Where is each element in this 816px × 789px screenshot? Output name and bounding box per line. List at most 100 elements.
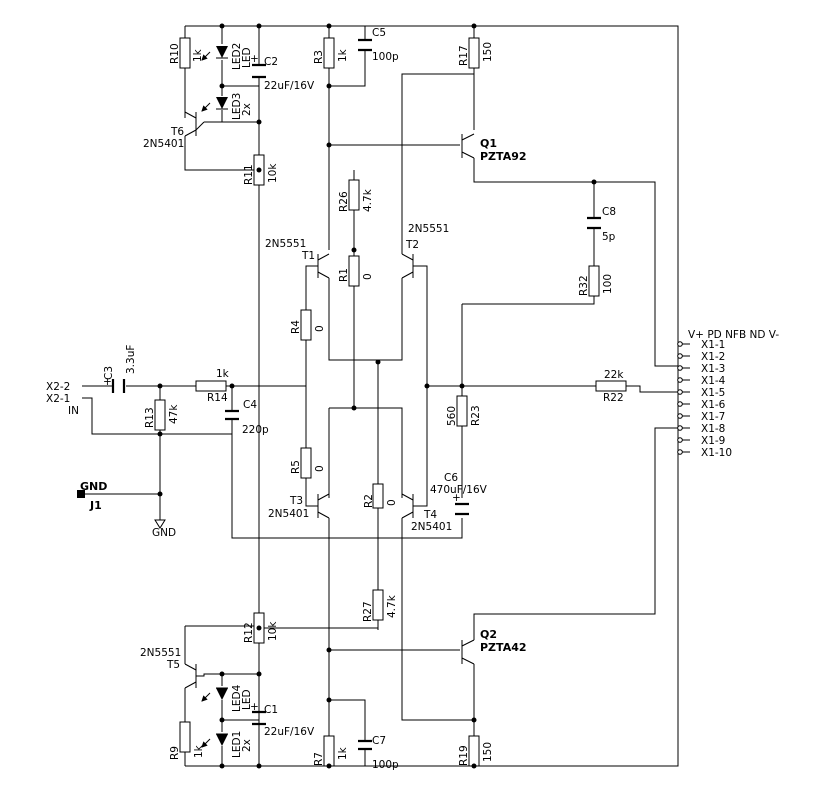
r11-label: R11 [243,164,255,185]
resistor-r14 [195,380,227,392]
transistor-t1 [305,253,403,361]
r2-label: R2 [363,494,375,508]
r17-label: R17 [458,45,470,66]
connector-pin [677,449,683,455]
j1-label: J1 [89,499,102,512]
r5-label: R5 [290,460,302,474]
svg-text:+: + [250,701,259,713]
svg-text:+: + [250,53,259,65]
t2-label: T2 [405,239,419,251]
positive-rail [185,25,679,767]
t6-label: T6 [170,126,184,138]
led1-value: 2x [241,739,253,752]
connector-pin [677,353,683,359]
q1-label: Q1 [480,137,497,150]
r19-label: R19 [458,745,470,766]
connector-pin-label: X1-7 [701,411,725,423]
connector-pin-label: X1-4 [701,375,726,387]
c8-value: 5p [602,231,616,243]
connector-pin-label: X1-1 [701,339,725,351]
resistor-r4 [300,309,312,341]
r26-value: 4.7k [362,188,374,212]
led3-diode [201,97,228,112]
q2-label: Q2 [480,628,497,641]
connector-pin [677,389,683,395]
transistor-q2 [461,427,678,736]
r32-value: 100 [602,274,614,294]
transistor-t3 [317,493,330,766]
resistor-r3 [323,37,335,69]
t5-label: T5 [166,659,180,671]
r14-label: R14 [207,392,228,404]
led2-diode [201,46,228,61]
connector-pin-label: X1-5 [701,387,725,399]
r23-label: R23 [470,405,482,426]
t1-value: 2N5551 [265,238,306,250]
r32-label: R32 [578,275,590,296]
r10-value: 1k [192,48,204,62]
resistor-r1 [348,255,360,287]
r12-label: R12 [243,622,255,643]
transistor-t2 [401,73,474,386]
led1-diode [201,733,228,748]
junctions [219,23,477,769]
r4-label: R4 [290,320,302,334]
in-label: IN [68,405,79,417]
t2-value: 2N5551 [408,223,449,235]
connector-pin [677,401,683,407]
led2-value: LED [241,47,253,68]
connector-pin-label: X1-8 [701,423,725,435]
c7-label: C7 [372,735,386,747]
resistor-r2 [372,483,384,509]
connector-pin-label: X1-3 [701,363,725,375]
resistor-r17 [468,37,480,69]
r1-value: 0 [362,273,374,280]
input-stage-bottom: R5 0 T3 2N5401 R2 0 T4 2N5401 R27 4.7k [268,386,474,766]
transistor-t6 [184,111,259,171]
t4-value: 2N5401 [411,521,452,533]
feedback-network: 22k R22 560 R23 + C6 470uF/16V [328,304,678,516]
resistor-r5 [300,447,312,479]
c1-label: C1 [264,704,278,716]
c1-value: 22uF/16V [264,726,315,738]
resistor-r19 [468,735,480,767]
r9-label: R9 [169,746,181,760]
c8-label: C8 [602,206,616,218]
connector-pin [677,365,683,371]
r27-value: 4.7k [386,594,398,618]
resistor-r26 [348,179,360,211]
transistor-t4 [401,386,474,721]
connector-pin-label: X1-6 [701,399,726,411]
input-network: X2-2 X2-1 IN + C3 3.3uF R13 47k 1k R14 C… [46,345,463,539]
connector-pin-label: X1-9 [701,435,725,447]
svg-text:+: + [452,492,461,504]
r9-value: 1k [193,744,205,758]
r14-value: 1k [216,368,230,380]
r3-label: R3 [313,50,325,64]
r27-label: R27 [362,601,374,622]
t3-label: T3 [289,495,303,507]
c3-value: 3.3uF [125,345,137,374]
led4-diode [201,687,228,702]
c4-value: 220p [242,424,269,436]
c2-value: 22uF/16V [264,80,315,92]
transistor-q1 [461,133,678,367]
c3-label: C3 [103,366,115,380]
c7-value: 100p [372,759,399,771]
connector-pin [677,425,683,431]
c4-label: C4 [243,399,257,411]
resistor-r10 [179,37,191,69]
input-stage-top: R3 1k C5 100p R26 4.7k T1 2N5551 R1 0 [265,26,474,590]
resistor-r23 [456,395,468,427]
c5-value: 100p [372,51,399,63]
gnd-symbol-label: GND [152,527,176,539]
t1-label: T1 [301,250,315,262]
connector-pin [677,377,683,383]
top-bias-network: R10 1k LED2 LED LED3 2x + C2 22uF/16V [143,26,315,766]
led4-label: LED4 [231,684,243,712]
r1-label: R1 [338,268,350,282]
r23-value: 560 [446,406,458,426]
output-stage-top: R17 150 Q1 PZTA92 C8 5p R32 100 [458,26,678,367]
led2-label: LED2 [231,43,243,70]
